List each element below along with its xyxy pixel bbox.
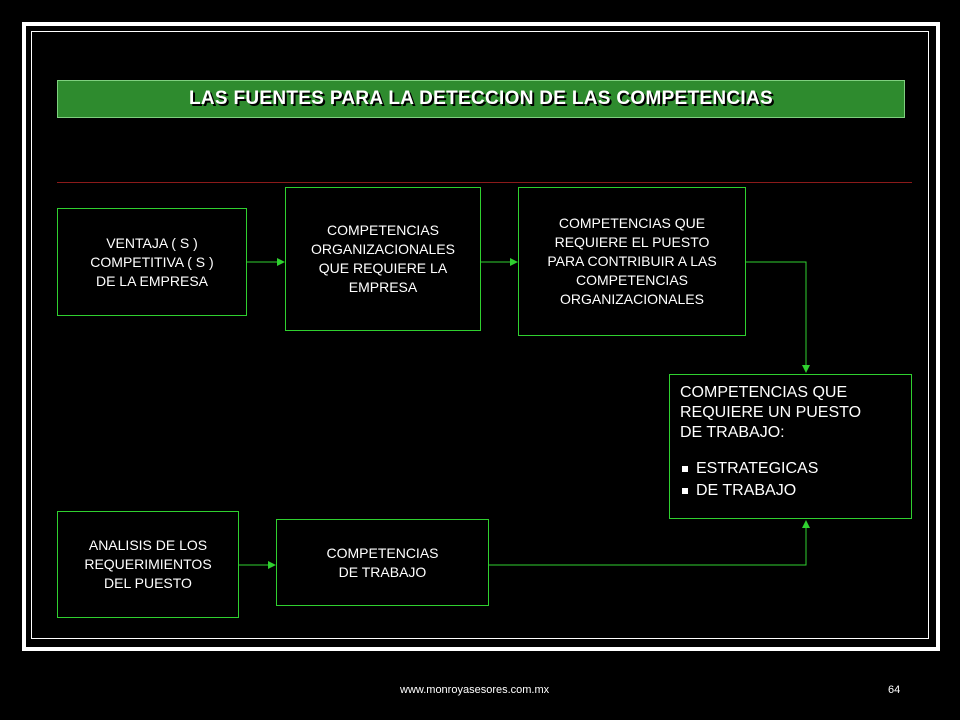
result-item-label: ESTRATEGICAS [696, 460, 819, 477]
box-ventaja-competitiva: VENTAJA ( S ) COMPETITIVA ( S ) DE LA EM… [57, 208, 247, 316]
box-analisis-requerimientos: ANALISIS DE LOS REQUERIMIENTOS DEL PUEST… [57, 511, 239, 618]
title-banner: LAS FUENTES PARA LA DETECCION DE LAS COM… [57, 80, 905, 118]
box-competencias-trabajo: COMPETENCIAS DE TRABAJO [276, 519, 489, 606]
box-trabajo-text: COMPETENCIAS DE TRABAJO [326, 544, 439, 580]
arrow-trabajo-to-result [489, 520, 810, 566]
box-analisis-text: ANALISIS DE LOS REQUERIMIENTOS DEL PUEST… [84, 537, 212, 591]
box-competencias-puesto-trabajo: COMPETENCIAS QUE REQUIERE UN PUESTO DE T… [669, 374, 912, 519]
divider-line [57, 182, 912, 183]
slide-title: LAS FUENTES PARA LA DETECCION DE LAS COM… [188, 88, 774, 109]
box-ventaja-text: VENTAJA ( S ) COMPETITIVA ( S ) DE LA EM… [90, 234, 214, 289]
result-list: ESTRATEGICAS DE TRABAJO [680, 459, 901, 501]
footer: www.monroyasesores.com.mx 64 [0, 684, 960, 700]
footer-url[interactable]: www.monroyasesores.com.mx [400, 684, 550, 696]
square-bullet-icon [682, 488, 688, 494]
result-item: ESTRATEGICAS [680, 459, 901, 479]
arrow-puesto-to-result [746, 261, 810, 373]
box-organizacionales-text: COMPETENCIAS ORGANIZACIONALES QUE REQUIE… [311, 222, 455, 295]
result-item: DE TRABAJO [680, 481, 901, 501]
slide-frame-inner [31, 31, 929, 639]
square-bullet-icon [682, 466, 688, 472]
result-heading: COMPETENCIAS QUE REQUIERE UN PUESTO DE T… [680, 384, 862, 441]
box-competencias-puesto-contribuir: COMPETENCIAS QUE REQUIERE EL PUESTO PARA… [518, 187, 746, 336]
page-number: 64 [888, 684, 901, 696]
box-puesto-contribuir-text: COMPETENCIAS QUE REQUIERE EL PUESTO PARA… [547, 215, 717, 307]
result-item-label: DE TRABAJO [696, 482, 797, 499]
box-competencias-organizacionales: COMPETENCIAS ORGANIZACIONALES QUE REQUIE… [285, 187, 481, 331]
